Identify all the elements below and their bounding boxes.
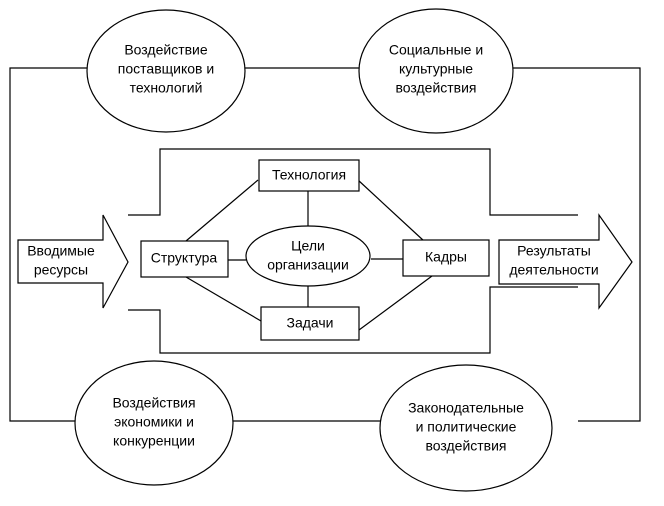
influence-social-line-1: Социальные и: [389, 42, 483, 58]
output-arrow: Результаты деятельности: [498, 213, 633, 310]
influence-economy-line-2: экономики и: [114, 414, 194, 430]
influence-economy: Воздействия экономики и конкуренции: [74, 360, 234, 486]
influence-social-line-2: культурные: [399, 61, 473, 77]
core-personnel-label: Кадры: [425, 249, 467, 265]
core-tasks: Задачи: [260, 306, 360, 341]
core-connections: [185, 179, 433, 331]
influence-suppliers-line-2: поставщиков и: [118, 61, 214, 77]
core-technology: Технология: [258, 159, 360, 192]
core-technology-label: Технология: [272, 167, 346, 183]
influence-economy-line-3: конкуренции: [113, 433, 195, 449]
influence-legislation-line-2: и политические: [416, 419, 517, 435]
core-personnel: Кадры: [402, 239, 490, 277]
input-arrow-line-2: ресурсы: [34, 262, 88, 278]
influence-social: Социальные и культурные воздействия: [358, 8, 514, 134]
input-arrow: Вводимые ресурсы: [17, 214, 129, 309]
influence-social-line-3: воздействия: [395, 80, 476, 96]
core-tasks-label: Задачи: [286, 315, 333, 331]
output-arrow-line-2: деятельности: [509, 262, 598, 278]
core-goals-line-1: Цели: [291, 238, 325, 254]
influence-suppliers-line-3: технологий: [130, 80, 203, 96]
influence-legislation: Законодательные и политические воздейств…: [379, 364, 553, 492]
influence-economy-line-1: Воздействия: [112, 395, 195, 411]
core-structure-label: Структура: [151, 250, 218, 266]
outer-frame: [9, 67, 641, 422]
output-arrow-line-1: Результаты: [517, 243, 591, 259]
influence-legislation-line-1: Законодательные: [408, 400, 524, 416]
core-goals-line-2: организации: [267, 257, 349, 273]
influence-legislation-line-3: воздействия: [425, 438, 506, 454]
core-goals: Цели организации: [245, 225, 371, 287]
influence-suppliers-line-1: Воздействие: [124, 42, 208, 58]
influence-suppliers: Воздействие поставщиков и технологий: [86, 9, 246, 133]
core-structure: Структура: [140, 240, 229, 278]
organization-frame: [128, 148, 578, 354]
input-arrow-line-1: Вводимые: [27, 243, 95, 259]
